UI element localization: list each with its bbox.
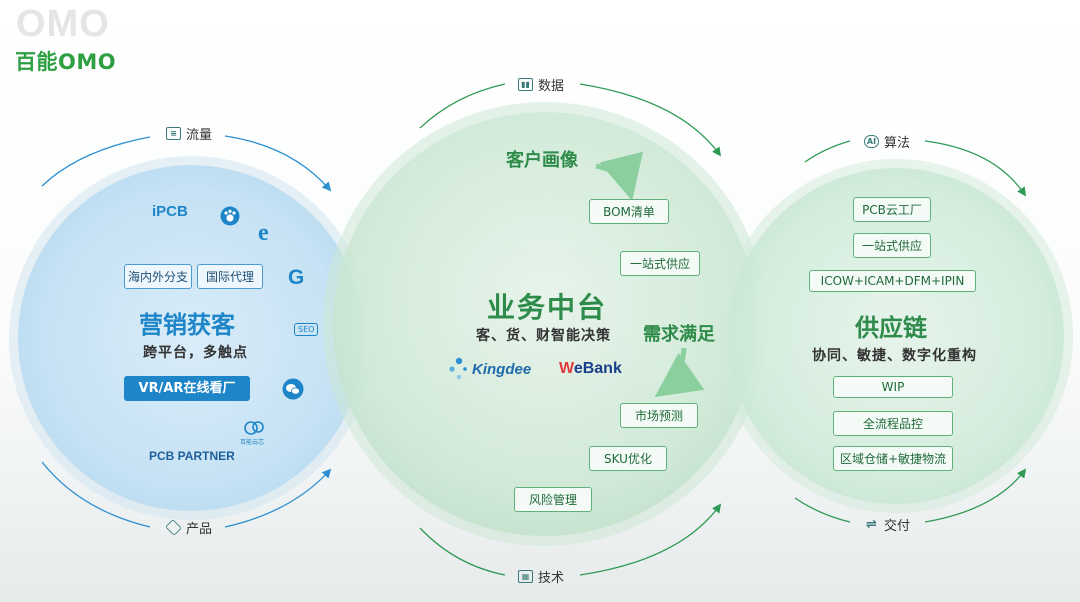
customer-profile-label: 客户画像 xyxy=(506,150,578,171)
arc-product-left xyxy=(41,461,151,528)
business-platform-subtitle: 客、货、财智能决策 xyxy=(476,328,611,344)
arc-delivery-right xyxy=(924,468,1027,523)
flow-label: ≡流量 xyxy=(166,124,212,143)
baineng-logo-icon xyxy=(244,421,264,435)
chart-icon: ▮▮ xyxy=(518,78,533,91)
marketing-circle xyxy=(18,165,364,511)
arc-tech-right xyxy=(579,503,722,576)
arc-delivery-left xyxy=(794,497,851,523)
marketing-subtitle: 跨平台，多触点 xyxy=(143,345,248,361)
data-label: ▮▮数据 xyxy=(518,75,564,94)
arc-product-right xyxy=(224,468,332,528)
arc-algo-right xyxy=(924,140,1027,197)
page-title: 百能OMO xyxy=(15,50,117,74)
tech-label: ▦技术 xyxy=(518,567,564,586)
vr-ar-factory-button[interactable]: VR/AR在线看厂 xyxy=(124,376,250,401)
box-icon xyxy=(165,519,182,536)
chip-icon: ▦ xyxy=(518,570,533,583)
flow-icon: ≡ xyxy=(166,127,181,140)
tag-pcb-cloud-factory: PCB云工厂 xyxy=(853,197,931,222)
arc-flow-right xyxy=(224,135,332,192)
watermark-text: OMO xyxy=(16,3,110,45)
ipcb-logo: iPCB xyxy=(152,203,188,220)
baineng-logo: 百能云芯 xyxy=(240,439,265,446)
google-icon: G xyxy=(288,266,305,289)
arc-data-right xyxy=(579,83,722,157)
arc-flow xyxy=(41,136,151,187)
inner-arrow-top xyxy=(595,151,644,201)
tag-overseas-branch: 海内外分支 xyxy=(124,264,192,289)
delivery-label: ⇌交付 xyxy=(864,515,910,534)
tag-bom-list: BOM清单 xyxy=(589,199,669,224)
kingdee-logo-icon xyxy=(449,357,467,380)
tag-market-forecast: 市场预测 xyxy=(620,403,698,428)
tag-regional-warehouse-logistics: 区域仓储+敏捷物流 xyxy=(833,446,953,471)
marketing-heading: 营销获客 xyxy=(139,311,235,339)
seo-icon: SEO xyxy=(294,323,319,336)
webank-logo: WeBank xyxy=(559,360,622,377)
tag-risk-management: 风险管理 xyxy=(514,487,592,512)
supply-chain-heading: 供应链 xyxy=(855,314,927,342)
handshake-icon: ⇌ xyxy=(866,517,877,532)
ie-icon: e xyxy=(258,220,269,246)
tag-intl-agent: 国际代理 xyxy=(197,264,263,289)
tag-one-stop-supply: 一站式供应 xyxy=(620,251,700,276)
business-platform-heading: 业务中台 xyxy=(487,291,608,324)
supply-chain-subtitle: 协同、敏捷、数字化重构 xyxy=(812,348,977,364)
arc-algo-left xyxy=(804,140,851,163)
inner-arrow-mid xyxy=(654,347,705,398)
tag-icow-icam-dfm-ipin: ICOW+ICAM+DFM+IPIN xyxy=(809,270,976,292)
paw-icon xyxy=(220,206,240,226)
demand-fulfil-label: 需求满足 xyxy=(643,324,715,345)
tag-wip: WIP xyxy=(833,376,953,398)
tag-full-process-qc: 全流程品控 xyxy=(833,411,953,436)
business-platform-circle xyxy=(333,112,757,536)
arc-tech-left xyxy=(419,527,506,576)
ai-icon: AI xyxy=(864,135,879,148)
tag-right-one-stop-supply: 一站式供应 xyxy=(853,233,931,258)
webank-logo-text: eBank xyxy=(573,360,622,377)
arc-data-left xyxy=(419,83,506,129)
wechat-icon xyxy=(282,378,304,400)
product-label: 产品 xyxy=(165,518,212,537)
tag-sku-optimize: SKU优化 xyxy=(589,446,667,471)
kingdee-logo: Kingdee xyxy=(472,361,532,378)
pcb-partner-logo: PCB PARTNER xyxy=(149,449,235,463)
